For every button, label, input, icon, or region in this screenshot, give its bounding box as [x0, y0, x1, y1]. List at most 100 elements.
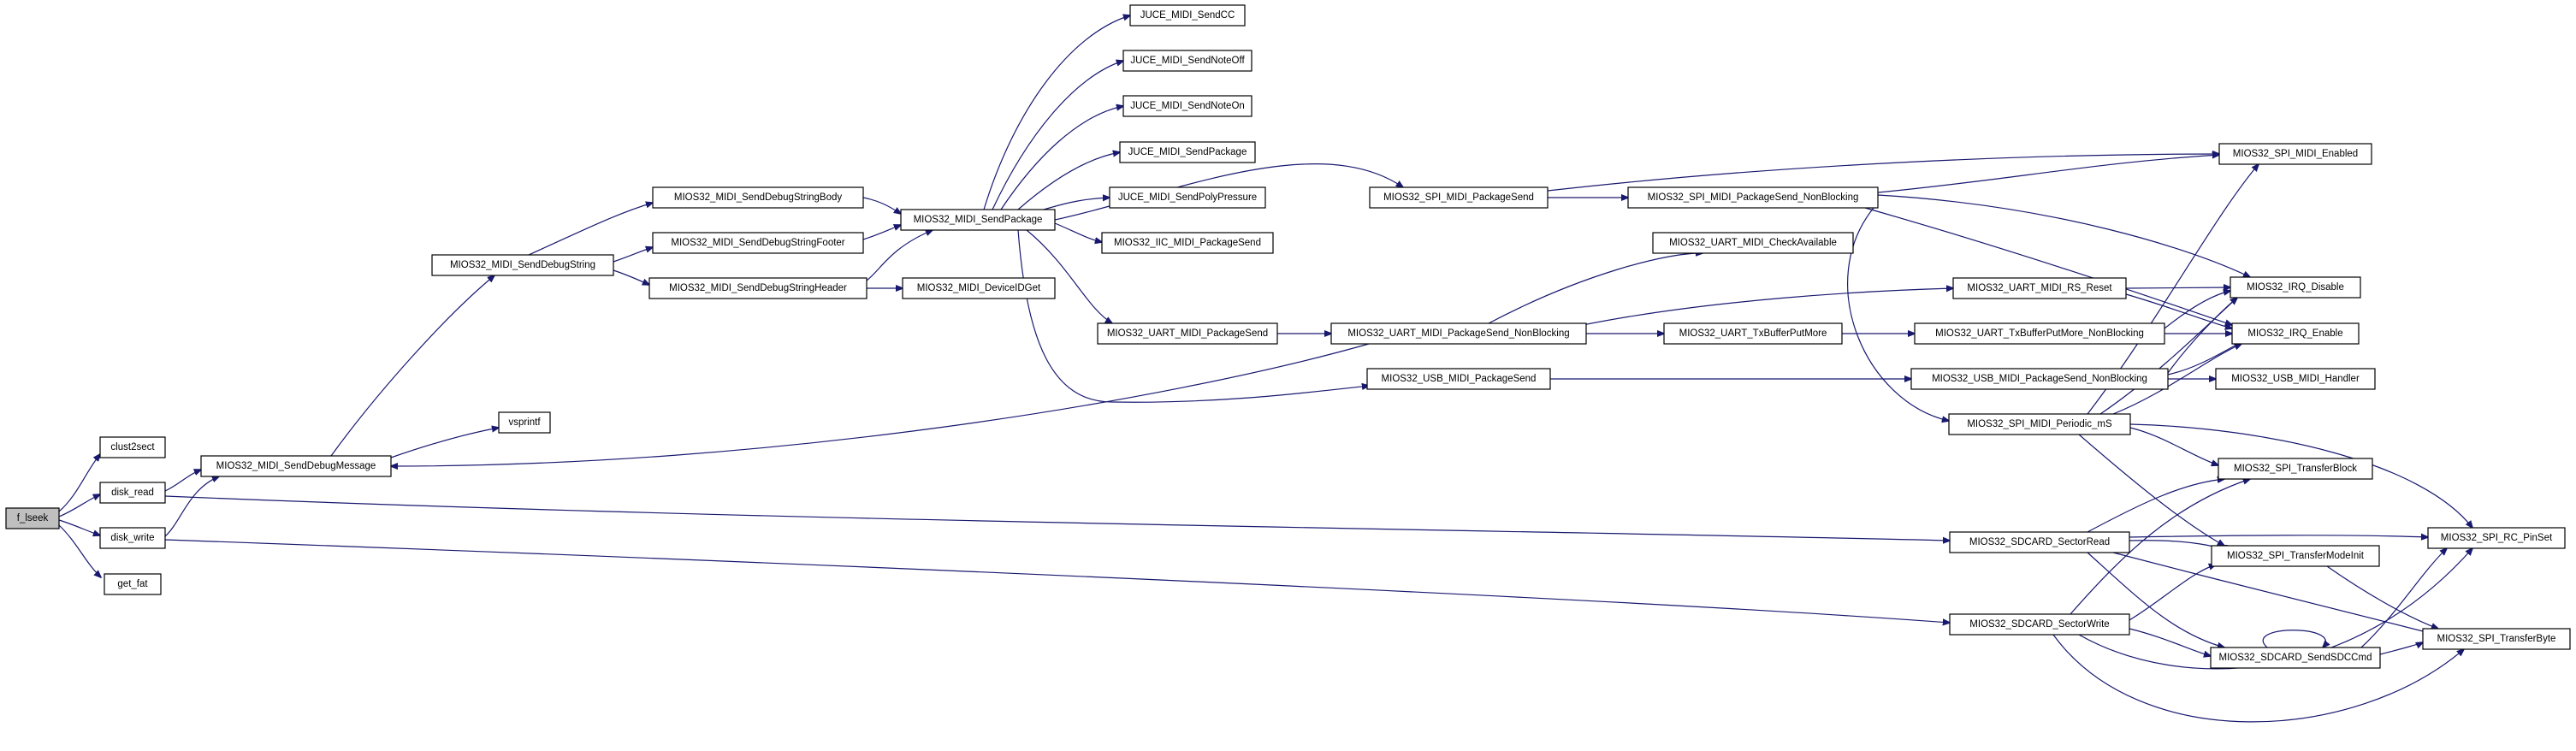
- edge-arrow: [1026, 229, 1112, 323]
- node-send-package[interactable]: MIOS32_MIDI_SendPackage: [900, 209, 1056, 231]
- node-uart-tx-buffer-put-more[interactable]: MIOS32_UART_TxBufferPutMore: [1663, 322, 1843, 345]
- node-label: MIOS32_UART_TxBufferPutMore: [1679, 328, 1827, 339]
- node-usb-handler[interactable]: MIOS32_USB_MIDI_Handler: [2215, 368, 2376, 390]
- edge-arrow: [2129, 565, 2216, 621]
- edge-arrow: [2164, 291, 2230, 329]
- node-disk-read[interactable]: disk_read: [99, 482, 166, 504]
- edge-arrow: [2078, 434, 2224, 546]
- edge-arrow: [862, 225, 901, 240]
- node-label: MIOS32_MIDI_SendDebugStringBody: [674, 192, 842, 203]
- node-label: vsprintf: [508, 417, 541, 428]
- node-label: MIOS32_UART_MIDI_PackageSend: [1107, 328, 1268, 339]
- node-label: MIOS32_SPI_TransferByte: [2437, 634, 2556, 644]
- node-usb-package-send-nb[interactable]: MIOS32_USB_MIDI_PackageSend_NonBlocking: [1910, 368, 2169, 390]
- node-spi-rc-pin-set[interactable]: MIOS32_SPI_RC_PinSet: [2427, 527, 2566, 549]
- edge-arrow: [390, 428, 499, 458]
- node-spi-package-send[interactable]: MIOS32_SPI_MIDI_PackageSend: [1369, 186, 1549, 209]
- node-label: MIOS32_SPI_MIDI_PackageSend_NonBlocking: [1648, 192, 1859, 203]
- edge-arrow: [2262, 630, 2325, 648]
- node-disk-write[interactable]: disk_write: [99, 527, 166, 549]
- edge-arrow: [992, 61, 1123, 210]
- edge-arrow: [2052, 634, 2464, 723]
- edge-arrow: [2070, 479, 2250, 615]
- edge-arrow: [1877, 194, 2250, 277]
- edge-arrow: [1864, 207, 2232, 325]
- node-uart-package-send-nb[interactable]: MIOS32_UART_MIDI_PackageSend_NonBlocking: [1330, 322, 1587, 345]
- node-juce-send-note-on[interactable]: JUCE_MIDI_SendNoteOn: [1122, 95, 1252, 117]
- node-juce-send-cc[interactable]: JUCE_MIDI_SendCC: [1129, 4, 1246, 27]
- edge-arrow: [613, 247, 653, 263]
- node-uart-check-available[interactable]: MIOS32_UART_MIDI_CheckAvailable: [1652, 232, 1854, 254]
- node-label: MIOS32_MIDI_SendDebugStringHeader: [669, 283, 847, 293]
- node-send-debug-message[interactable]: MIOS32_MIDI_SendDebugMessage: [200, 455, 392, 477]
- edge-arrow: [2129, 427, 2218, 465]
- node-get-fat[interactable]: get_fat: [104, 573, 162, 595]
- node-clust2sect[interactable]: clust2sect: [99, 436, 166, 458]
- node-spi-enabled[interactable]: MIOS32_SPI_MIDI_Enabled: [2218, 143, 2372, 165]
- node-irq-enable[interactable]: MIOS32_IRQ_Enable: [2231, 322, 2360, 345]
- node-f-lseek[interactable]: f_lseek: [5, 507, 60, 529]
- node-send-debug-string[interactable]: MIOS32_MIDI_SendDebugString: [431, 254, 614, 276]
- node-vsprintf[interactable]: vsprintf: [498, 411, 551, 434]
- node-juce-send-poly-pressure[interactable]: JUCE_MIDI_SendPolyPressure: [1109, 186, 1266, 209]
- edge-arrow: [528, 203, 653, 256]
- node-sdcard-sector-write[interactable]: MIOS32_SDCARD_SectorWrite: [1949, 613, 2130, 636]
- edge-arrow: [1582, 288, 1953, 326]
- edge-arrow: [391, 343, 1370, 466]
- node-spi-periodic[interactable]: MIOS32_SPI_MIDI_Periodic_mS: [1948, 413, 2131, 435]
- edge-arrow: [330, 275, 494, 457]
- node-label: MIOS32_MIDI_SendDebugString: [450, 260, 595, 270]
- edge-arrow: [2167, 298, 2237, 374]
- node-iic-package-send[interactable]: MIOS32_IIC_MIDI_PackageSend: [1101, 232, 1274, 254]
- node-send-debug-string-header[interactable]: MIOS32_MIDI_SendDebugStringHeader: [648, 277, 868, 299]
- edge-arrow: [2112, 552, 2430, 633]
- node-label: disk_read: [111, 488, 154, 498]
- node-label: MIOS32_UART_MIDI_PackageSend_NonBlocking: [1347, 328, 1569, 339]
- edge-arrow: [613, 269, 649, 285]
- node-label: MIOS32_IRQ_Disable: [2247, 282, 2344, 293]
- edge-arrow: [1017, 152, 1120, 210]
- node-label: MIOS32_SDCARD_SectorWrite: [1969, 619, 2109, 630]
- node-uart-package-send[interactable]: MIOS32_UART_MIDI_PackageSend: [1097, 322, 1278, 345]
- node-label: JUCE_MIDI_SendPolyPressure: [1118, 192, 1257, 203]
- node-send-debug-string-footer[interactable]: MIOS32_MIDI_SendDebugStringFooter: [652, 232, 864, 254]
- node-label: MIOS32_UART_MIDI_RS_Reset: [1967, 283, 2112, 293]
- edge-arrow: [1000, 106, 1123, 210]
- edge-arrow: [2360, 548, 2447, 648]
- node-spi-transfer-byte[interactable]: MIOS32_SPI_TransferByte: [2422, 628, 2571, 650]
- node-uart-tx-buffer-put-more-nb[interactable]: MIOS32_UART_TxBufferPutMore_NonBlocking: [1914, 322, 2165, 345]
- node-spi-transfer-mode-init[interactable]: MIOS32_SPI_TransferModeInit: [2211, 545, 2380, 567]
- edge-arrow: [2379, 642, 2423, 655]
- node-spi-package-send-nb[interactable]: MIOS32_SPI_MIDI_PackageSend_NonBlocking: [1627, 186, 1879, 209]
- node-spi-transfer-block[interactable]: MIOS32_SPI_TransferBlock: [2218, 458, 2373, 480]
- node-sdcard-sector-read[interactable]: MIOS32_SDCARD_SectorRead: [1949, 531, 2130, 553]
- edge-arrow: [2326, 565, 2438, 629]
- node-uart-rs-reset[interactable]: MIOS32_UART_MIDI_RS_Reset: [1952, 277, 2127, 299]
- edge-arrow: [1547, 154, 2219, 192]
- node-juce-send-package[interactable]: JUCE_MIDI_SendPackage: [1119, 141, 1256, 163]
- node-label: MIOS32_SPI_RC_PinSet: [2441, 533, 2553, 543]
- node-label: MIOS32_USB_MIDI_Handler: [2231, 374, 2360, 384]
- edge-arrow: [2099, 298, 2237, 415]
- edge-arrow: [1877, 155, 2219, 193]
- edge-arrow: [1017, 229, 1369, 403]
- node-irq-disable[interactable]: MIOS32_IRQ_Disable: [2230, 276, 2361, 299]
- edge-arrow: [58, 519, 100, 535]
- node-label: MIOS32_SPI_MIDI_Enabled: [2233, 149, 2358, 159]
- node-label: MIOS32_SDCARD_SectorRead: [1969, 537, 2110, 547]
- node-device-id-get[interactable]: MIOS32_MIDI_DeviceIDGet: [902, 277, 1056, 299]
- edge-arrow: [58, 494, 100, 517]
- node-send-debug-string-body[interactable]: MIOS32_MIDI_SendDebugStringBody: [652, 186, 864, 209]
- node-label: MIOS32_MIDI_DeviceIDGet: [917, 283, 1041, 293]
- node-sdcard-send-sdc-cmd[interactable]: MIOS32_SDCARD_SendSDCCmd: [2210, 647, 2381, 669]
- edge-arrow: [164, 539, 1950, 623]
- edge-arrow: [58, 454, 100, 512]
- nodes-layer: f_lseek clust2sect disk_read disk_write …: [5, 4, 2571, 669]
- node-label: get_fat: [117, 579, 148, 589]
- edge-arrow: [2087, 479, 2224, 533]
- node-label: JUCE_MIDI_SendNoteOn: [1130, 101, 1245, 111]
- node-usb-package-send[interactable]: MIOS32_USB_MIDI_PackageSend: [1366, 368, 1551, 390]
- edge-arrow: [1488, 253, 1703, 324]
- node-juce-send-note-off[interactable]: JUCE_MIDI_SendNoteOff: [1122, 50, 1252, 72]
